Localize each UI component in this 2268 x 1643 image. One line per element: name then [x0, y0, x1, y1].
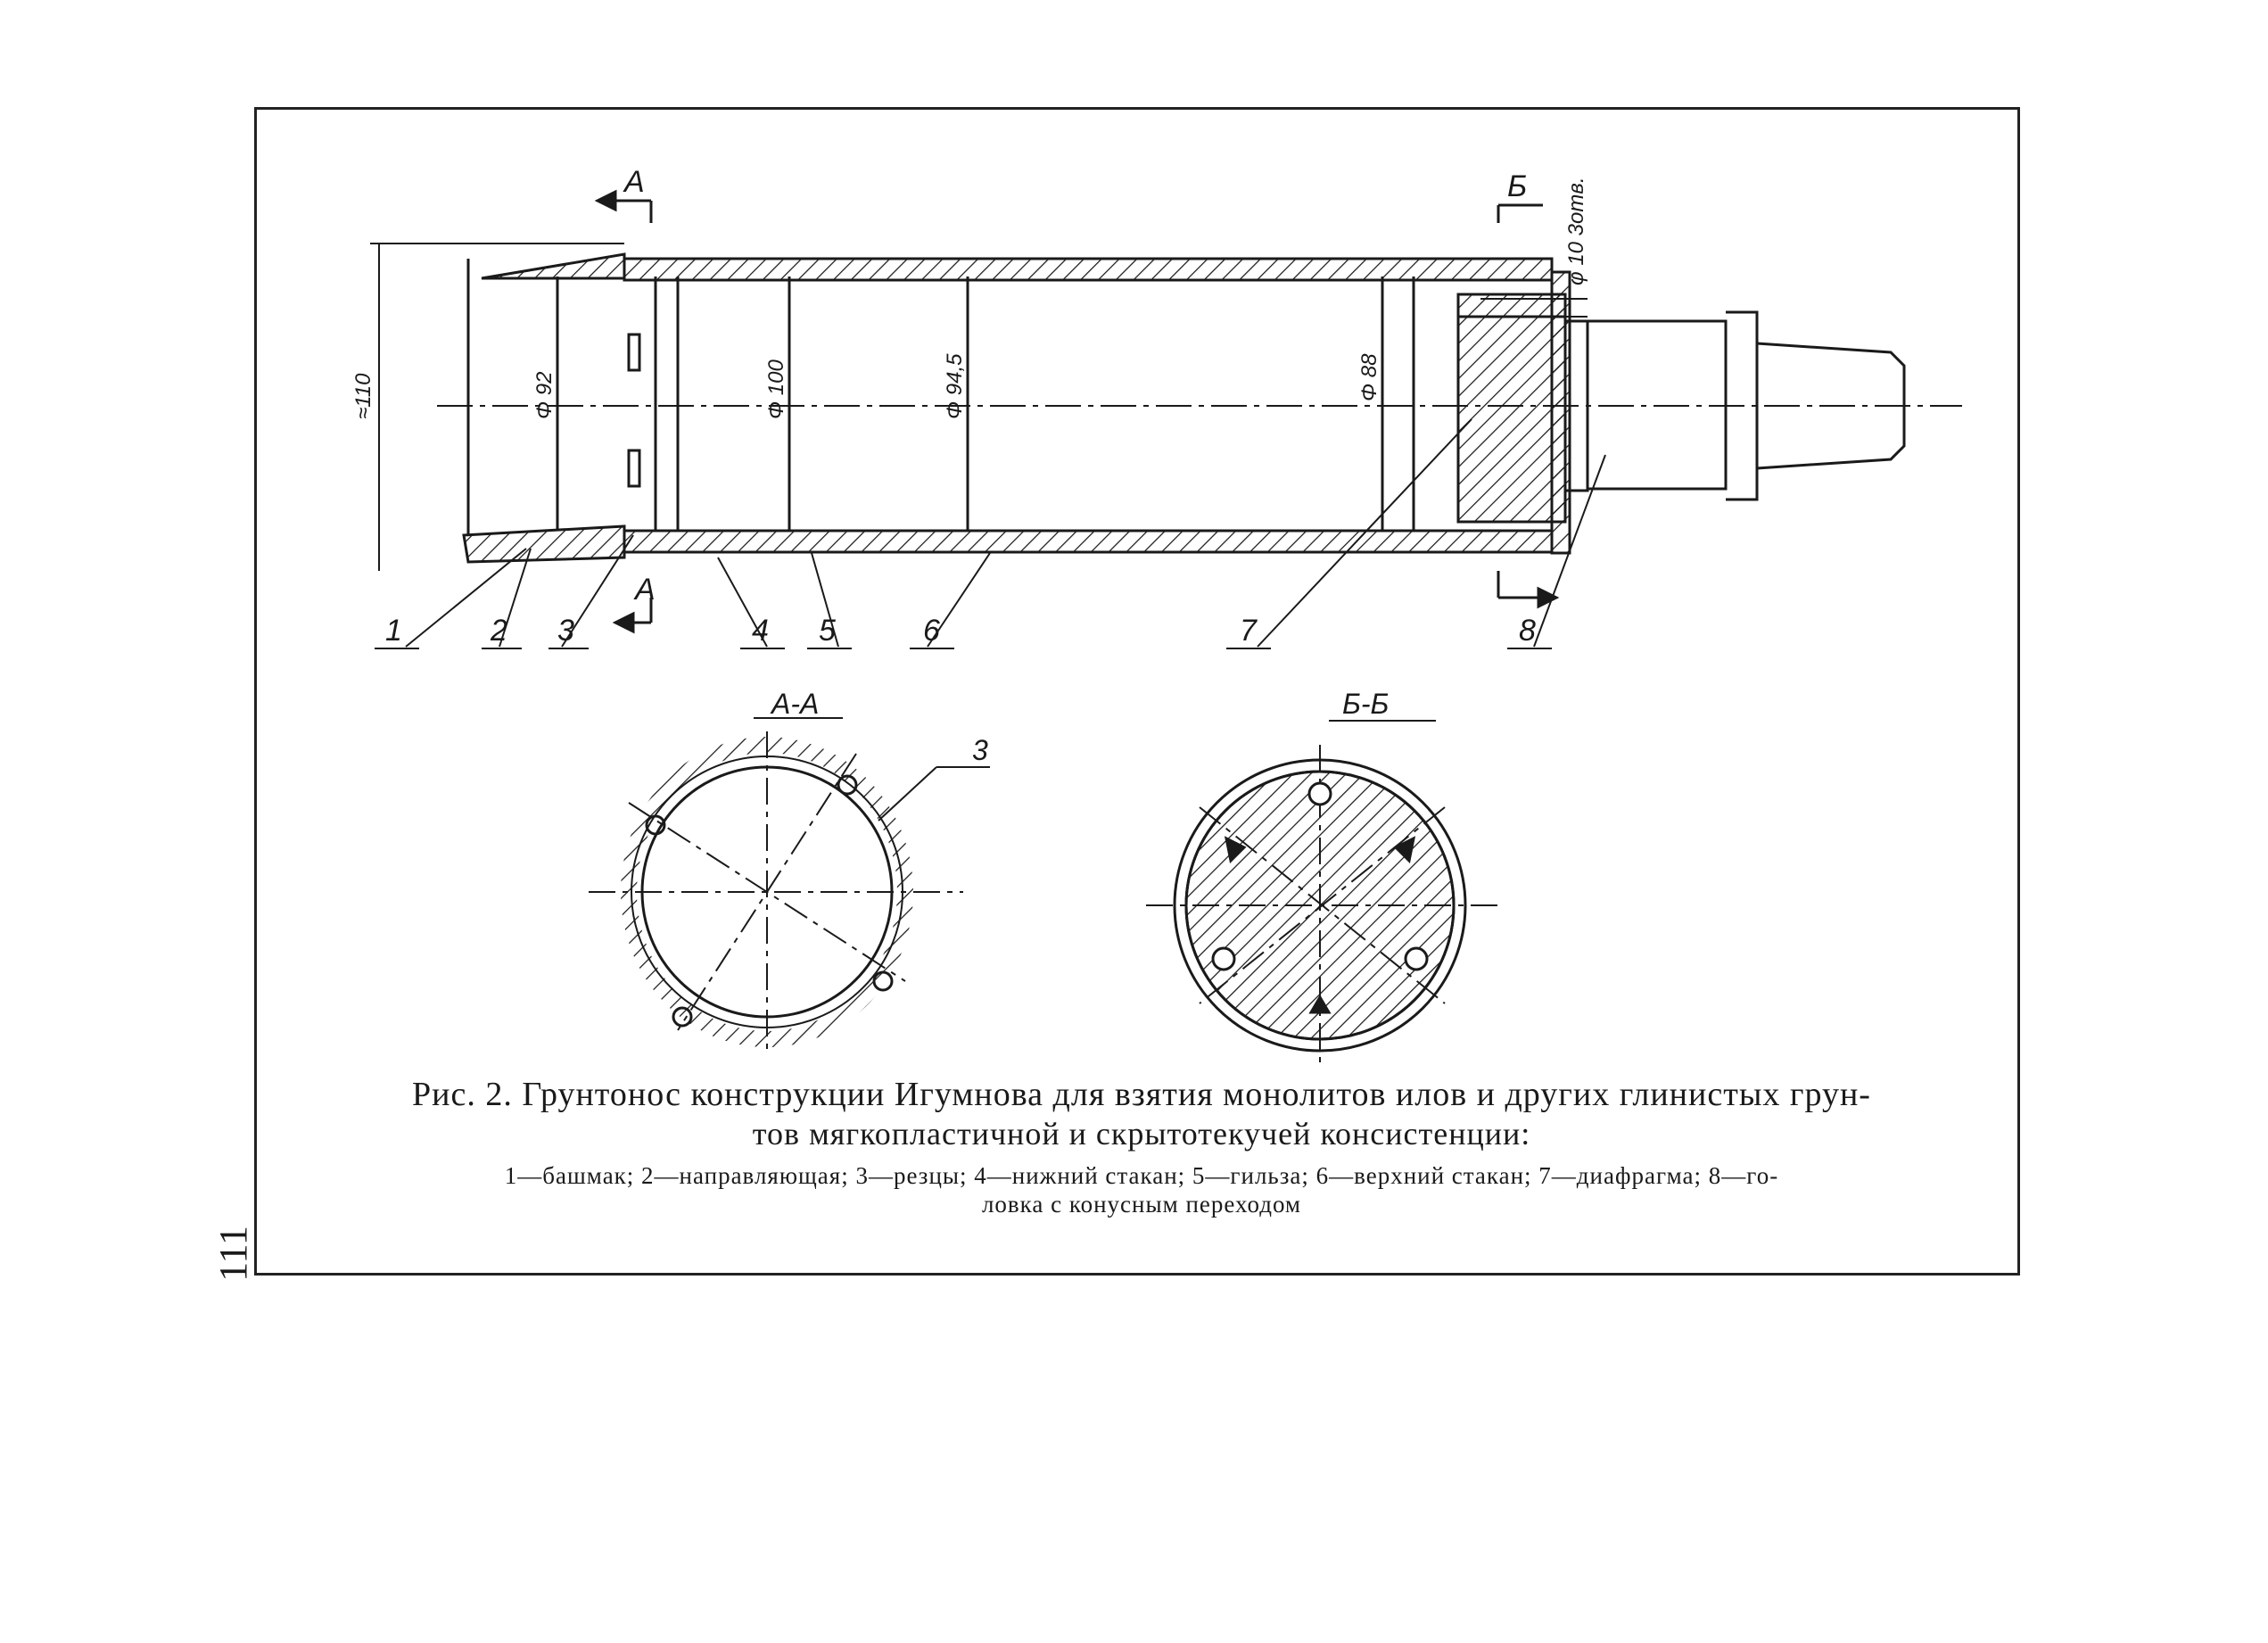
page-number: 111 [210, 1226, 255, 1282]
section-mark-a-bottom: A [633, 573, 656, 607]
head-body [1563, 319, 1589, 492]
dim-d1: Φ 92 [532, 372, 557, 419]
part-label-5: 5 [819, 614, 836, 648]
shoe [462, 524, 626, 564]
head [1550, 270, 1571, 555]
section-aa [589, 717, 990, 1053]
part-label-7: 7 [1240, 614, 1258, 648]
part-label-8: 8 [1519, 614, 1536, 648]
drawing-frame [254, 107, 2020, 1276]
part-number-labels: 1 2 3 4 5 6 7 8 [385, 614, 1536, 648]
figure-caption-continued: тов мягкопластичной и скрытотекучей конс… [752, 1116, 1531, 1152]
shoe-top [481, 252, 626, 280]
dim-d2: Φ 100 [764, 359, 788, 419]
figure-legend-continued: ловка с конусным переходом [981, 1191, 1302, 1218]
section-aa-labels: A-A 3 [770, 688, 988, 766]
section-marks: A A Б [623, 165, 1527, 607]
section-bb-labels: Б-Б [1342, 688, 1389, 720]
figure-legend: 1—башмак; 2—направляющая; 3—резцы; 4—ниж… [504, 1162, 1779, 1189]
dim-d4: Φ 88 [1357, 353, 1381, 401]
part-label-3: 3 [557, 614, 574, 648]
section-bb-title: Б-Б [1342, 688, 1389, 720]
part-label-1: 1 [385, 614, 402, 648]
section-aa-callout: 3 [972, 734, 988, 766]
dim-d3: Φ 94,5 [943, 353, 967, 419]
section-aa-title: A-A [770, 688, 819, 720]
part-label-6: 6 [923, 614, 940, 648]
dim-overall: ≈110 [351, 373, 375, 419]
section-mark-a-top: A [623, 165, 645, 199]
part-label-4: 4 [752, 614, 769, 648]
section-bb [1146, 720, 1498, 1066]
tube-wall-lower [623, 529, 1554, 554]
dim-thread: φ 10 3отв. [1564, 177, 1588, 285]
longitudinal-section [370, 189, 1962, 649]
dimension-labels: ≈110 Φ 92 Φ 100 Φ 94,5 Φ 88 φ 10 3отв. [351, 177, 1588, 419]
cone-transition [1756, 342, 1906, 470]
section-mark-b-top: Б [1507, 169, 1527, 203]
part-label-2: 2 [490, 614, 507, 648]
figure-caption: Рис. 2. Грунтонос конструкции Игумнова д… [412, 1076, 1871, 1113]
diaphragm [1456, 315, 1567, 524]
